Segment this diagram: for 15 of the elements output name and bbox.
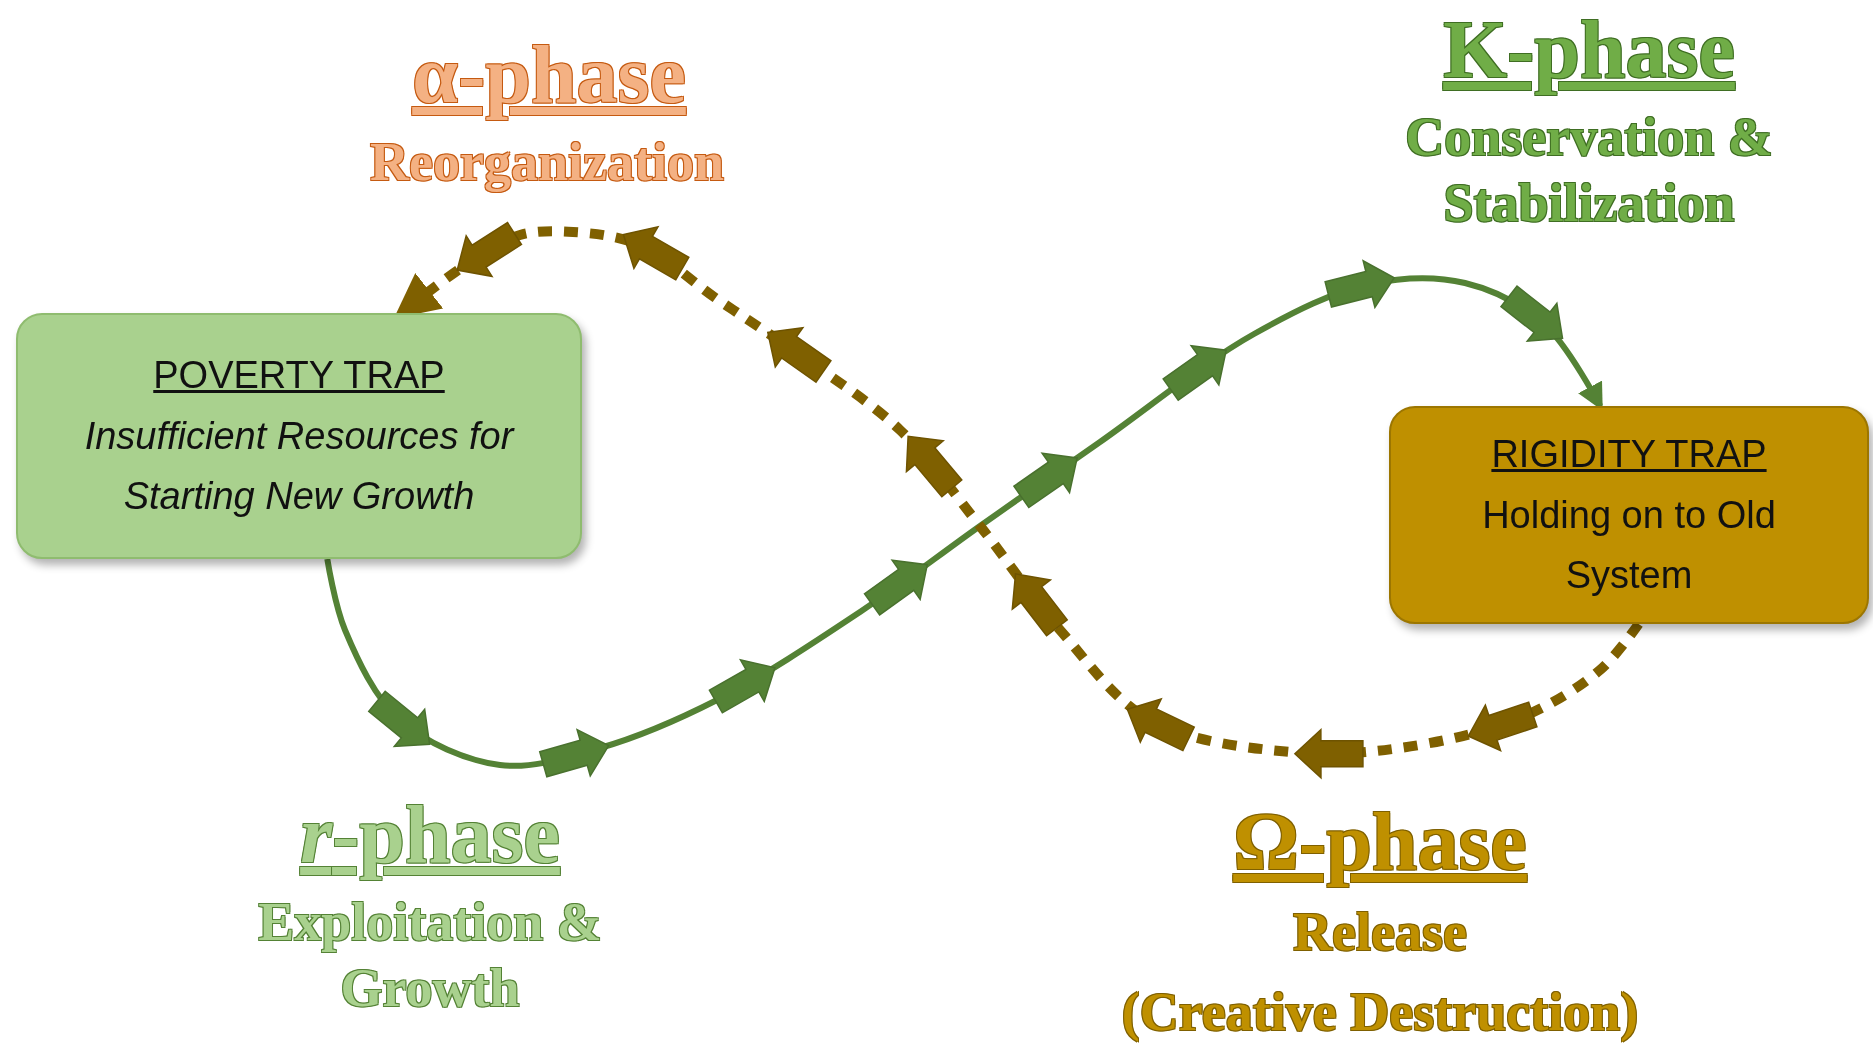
box-heading: POVERTY TRAP <box>152 352 446 398</box>
box-description: Holding on to Old System <box>1481 492 1777 599</box>
phase-heading: α-phase <box>411 28 687 122</box>
trap-box <box>16 313 582 559</box>
phase-description: Exploitation & Growth <box>257 891 603 1020</box>
phase-heading: r-phase <box>299 788 561 882</box>
phase-heading: K-phase <box>1442 3 1736 97</box>
box-description: Insufficient Resources for Starting New Growth <box>83 413 516 520</box>
phase-description: (Creative Destruction) <box>1120 981 1640 1044</box>
box-heading: RIGIDITY TRAP <box>1490 431 1768 477</box>
phase-heading: Ω-phase <box>1232 795 1528 889</box>
phase-description: Conservation & Stabilization <box>1404 106 1774 235</box>
trap-box <box>1389 406 1869 624</box>
phase-description: Reorganization <box>369 131 725 194</box>
phase-description: Release <box>1292 901 1468 964</box>
